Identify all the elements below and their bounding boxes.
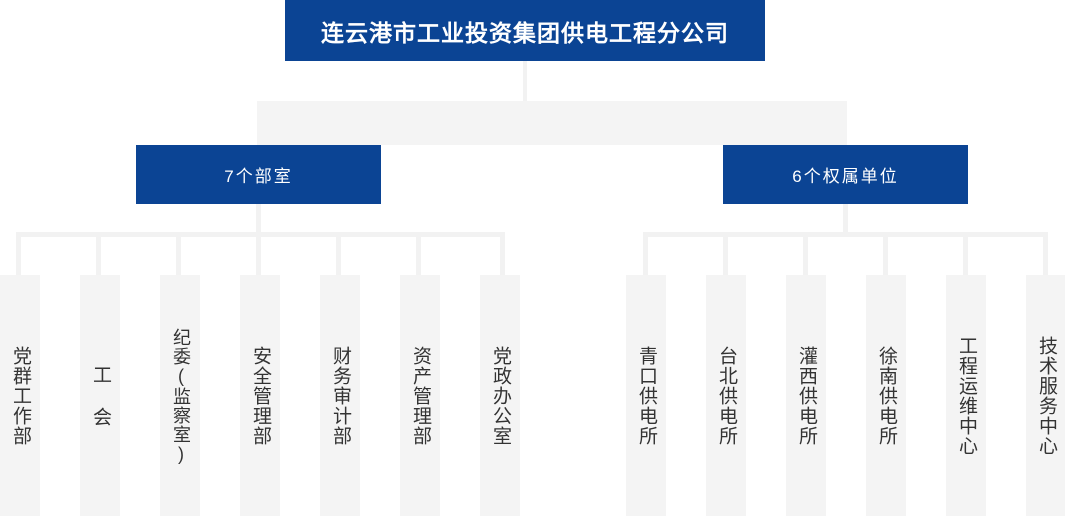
connector-drop-caiwu [336, 232, 341, 275]
connector-drop-qingkou [643, 232, 648, 275]
leaf-label-guanxi-gongdiansuo: 灌西供电所 [796, 345, 817, 446]
connector-drop-dangqun [16, 232, 21, 275]
leaf-label-caiwu-shenjibu: 财务审计部 [330, 345, 351, 446]
leaf-node-guanxi-gongdiansuo[interactable]: 灌西供电所 [786, 275, 826, 516]
group-node-affiliated-units[interactable]: 6个权属单位 [723, 145, 968, 204]
connector-departments-stem [256, 204, 261, 232]
leaf-node-gonghui[interactable]: 工 会 [80, 275, 120, 516]
leaf-node-dangqun-gongzuobu[interactable]: 党群工作部 [0, 275, 40, 516]
group-node-departments[interactable]: 7个部室 [136, 145, 381, 204]
leaf-label-qingkou-gongdiansuo: 青口供电所 [636, 345, 657, 446]
leaf-label-xunan-gongdiansuo: 徐南供电所 [876, 345, 897, 446]
leaf-label-anquan-guanlibu: 安全管理部 [250, 345, 271, 446]
group-node-departments-label: 7个部室 [224, 167, 293, 186]
connector-drop-dangzheng [500, 232, 505, 275]
leaf-label-gongcheng-yunwei-zhongxin: 工程运维中心 [956, 336, 977, 456]
leaf-node-qingkou-gongdiansuo[interactable]: 青口供电所 [626, 275, 666, 516]
connector-root-stem [523, 61, 527, 101]
root-node-label: 连云港市工业投资集团供电工程分公司 [321, 19, 729, 46]
leaf-label-zichan-guanlibu: 资产管理部 [410, 345, 431, 446]
connector-drop-jishu [1043, 232, 1048, 275]
leaf-node-jishu-fuwu-zhongxin[interactable]: 技术服务中心 [1026, 275, 1065, 516]
connector-drop-guanxi [803, 232, 808, 275]
leaf-node-zichan-guanlibu[interactable]: 资产管理部 [400, 275, 440, 516]
leaf-label-dangzheng-bangongshi: 党政办公室 [490, 345, 511, 446]
leaf-label-dangqun-gongzuobu: 党群工作部 [10, 345, 31, 446]
leaf-node-xunan-gongdiansuo[interactable]: 徐南供电所 [866, 275, 906, 516]
connector-units-bus [643, 232, 1048, 237]
leaf-label-jiwei-jianchashi: 纪委(监察室) [171, 327, 191, 465]
connector-drop-anquan [256, 232, 261, 275]
connector-drop-gongcheng [963, 232, 968, 275]
leaf-label-jishu-fuwu-zhongxin: 技术服务中心 [1036, 336, 1057, 456]
leaf-node-taibei-gongdiansuo[interactable]: 台北供电所 [706, 275, 746, 516]
connector-units-stem [843, 204, 848, 232]
connector-drop-zichan [416, 232, 421, 275]
leaf-label-taibei-gongdiansuo: 台北供电所 [716, 345, 737, 446]
leaf-node-dangzheng-bangongshi[interactable]: 党政办公室 [480, 275, 520, 516]
leaf-label-gonghui: 工 会 [90, 364, 111, 427]
connector-group-plate [257, 101, 847, 145]
leaf-node-caiwu-shenjibu[interactable]: 财务审计部 [320, 275, 360, 516]
connector-drop-gonghui [96, 232, 101, 275]
leaf-node-anquan-guanlibu[interactable]: 安全管理部 [240, 275, 280, 516]
connector-drop-xunan [883, 232, 888, 275]
connector-drop-taibei [723, 232, 728, 275]
leaf-node-jiwei-jianchashi[interactable]: 纪委(监察室) [160, 275, 200, 516]
connector-drop-jiwei [176, 232, 181, 275]
leaf-node-gongcheng-yunwei-zhongxin[interactable]: 工程运维中心 [946, 275, 986, 516]
group-node-affiliated-units-label: 6个权属单位 [792, 167, 899, 186]
root-node[interactable]: 连云港市工业投资集团供电工程分公司 [285, 0, 765, 61]
